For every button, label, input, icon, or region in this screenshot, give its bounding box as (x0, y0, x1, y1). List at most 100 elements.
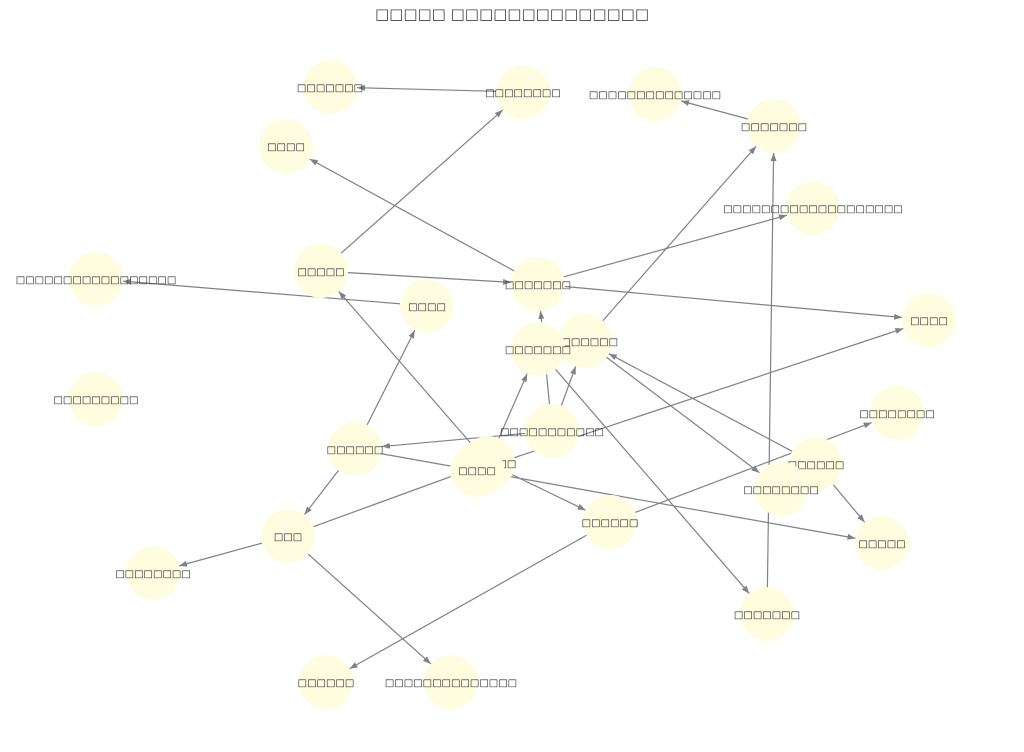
edge-n9-n11 (564, 285, 903, 320)
node-circle (126, 546, 180, 600)
edge-n12-n21 (606, 356, 760, 474)
graph-node[interactable]: □□□□□□□ (552, 314, 618, 368)
edge-n23-n27 (349, 534, 587, 670)
graph-node[interactable]: □□□□□□□□□□□□□□ (385, 655, 517, 709)
nodes-layer: □□□□□□□□□□□□□□□□□□□□□□□□□□□□□□□□□□□□□□□□… (16, 60, 956, 709)
node-circle (259, 119, 313, 173)
node-circle (496, 65, 550, 119)
edge-n22-n19 (313, 471, 463, 528)
node-label: □□□□□ (297, 267, 344, 278)
node-circle (424, 655, 478, 709)
edge-n22-n28 (307, 553, 432, 665)
node-label: □□□□□□□ (505, 345, 571, 356)
node-label: □□□□□□ (788, 460, 845, 471)
diagram-title: □□□□□ □□□□□□□□□□□□□□ (374, 5, 650, 23)
graph-node[interactable]: □□□□□□□ (297, 60, 363, 114)
graph-node[interactable]: □□□□□□ (298, 655, 355, 709)
graph-node[interactable]: □□□□□ (855, 516, 909, 570)
graph-node[interactable]: □□□□□□□ (505, 257, 571, 311)
edge-n23-n15 (635, 422, 872, 513)
node-label: □□□□□□□□ (743, 485, 819, 496)
graph-node[interactable]: □□□□□□□□ (859, 386, 935, 440)
edge-n22-n25 (178, 542, 263, 567)
node-circle (294, 244, 348, 298)
graph-node[interactable]: □□□□□□□ (741, 99, 807, 153)
node-label: □□□□□□□ (552, 337, 618, 348)
graph-node[interactable]: □□□□□□□□ (485, 65, 561, 119)
node-circle (525, 404, 579, 458)
node-label: □□□□□□□□□□□□□□ (385, 678, 517, 689)
node-label: □□□□□ (858, 539, 905, 550)
node-circle (511, 257, 565, 311)
node-label: □□□□□□□□ (115, 569, 191, 580)
edge-n7-n9 (347, 272, 512, 285)
node-label: □□□□□□ (298, 678, 355, 689)
node-label: □□□□□□□□□□□□□□□□□□□ (723, 204, 903, 215)
graph-node[interactable]: □□□□□□□□□□□□□□□□□□□ (723, 181, 903, 235)
edge-n12-n5 (602, 145, 757, 322)
node-circle (628, 67, 682, 121)
node-circle (870, 386, 924, 440)
node-circle (299, 655, 353, 709)
graph-node[interactable]: □□□□□□□□□ (53, 372, 139, 426)
node-circle (902, 293, 956, 347)
edge-n2-n1 (356, 84, 497, 92)
node-label: □□□□□□□□□ (53, 395, 138, 406)
graph-node[interactable]: □□□□□□□ (734, 587, 800, 641)
node-label: □□□□□□□□ (859, 409, 935, 420)
node-label: □□□□ (910, 316, 948, 327)
node-label: □□□□ (408, 302, 446, 313)
graph-node[interactable]: □□□ (261, 509, 315, 563)
node-circle (558, 314, 612, 368)
graph-node[interactable]: □□□□□□□□□□□□□□ (589, 67, 721, 121)
node-label: □□□□□□□ (734, 610, 800, 621)
graph-node[interactable]: □□□□□□□□ (115, 546, 191, 600)
graph-node[interactable]: □□□□□ (294, 244, 348, 298)
edge-n5-n3 (680, 100, 749, 120)
node-label: □□□ (274, 532, 302, 543)
node-label: □□□□□□ (582, 518, 639, 529)
edge-n18-n12 (608, 353, 793, 452)
graph-node[interactable]: □□□□ (450, 443, 504, 497)
node-circle (740, 587, 794, 641)
node-label: □□□□□□□□ (485, 88, 561, 99)
node-circle (303, 60, 357, 114)
edges-layer (122, 84, 904, 670)
graph-node[interactable]: □□□□□□ (327, 422, 384, 476)
graph-node[interactable]: □□□□ (400, 279, 454, 333)
node-circle (855, 516, 909, 570)
node-label: □□□□ (458, 466, 496, 477)
node-circle (69, 252, 123, 306)
graph-node[interactable]: □□□□ (259, 119, 313, 173)
node-circle (786, 181, 840, 235)
edge-n26-n5 (766, 152, 777, 588)
node-label: □□□□□□□□□□□ (500, 427, 604, 438)
edge-n13-n26 (555, 369, 750, 594)
edge-n17-n22 (303, 470, 340, 515)
node-label: □□□□□□ (327, 445, 384, 456)
graph-node[interactable]: □□□□□□□□□□□ (500, 404, 604, 458)
node-circle (747, 99, 801, 153)
edge-n16-n17 (381, 432, 526, 449)
node-circle (261, 509, 315, 563)
graph-node[interactable]: □□□□ (902, 293, 956, 347)
graph-node[interactable]: □□□□□□□ (505, 322, 571, 376)
graph-node[interactable]: □□□□□□□□ (743, 462, 819, 516)
node-circle (754, 462, 808, 516)
edge-n7-n2 (340, 109, 504, 254)
edge-n18-n24 (832, 484, 866, 523)
edge-n19-n7 (338, 290, 471, 444)
node-label: □□□□□□□□□□□□□□ (589, 90, 721, 101)
node-circle (450, 443, 504, 497)
node-label: □□□□ (267, 142, 305, 153)
node-circle (69, 372, 123, 426)
edge-n8-n6 (122, 278, 401, 305)
node-label: □□□□□□□ (297, 83, 363, 94)
edge-n19-n13 (498, 373, 528, 439)
node-circle (400, 279, 454, 333)
graph-node[interactable]: □□□□□□□□□□□□□□□□□ (16, 252, 177, 306)
graph-node[interactable]: □□□□□□ (582, 495, 639, 549)
edge-n9-n10 (563, 214, 788, 278)
edge-n9-n4 (309, 158, 515, 272)
